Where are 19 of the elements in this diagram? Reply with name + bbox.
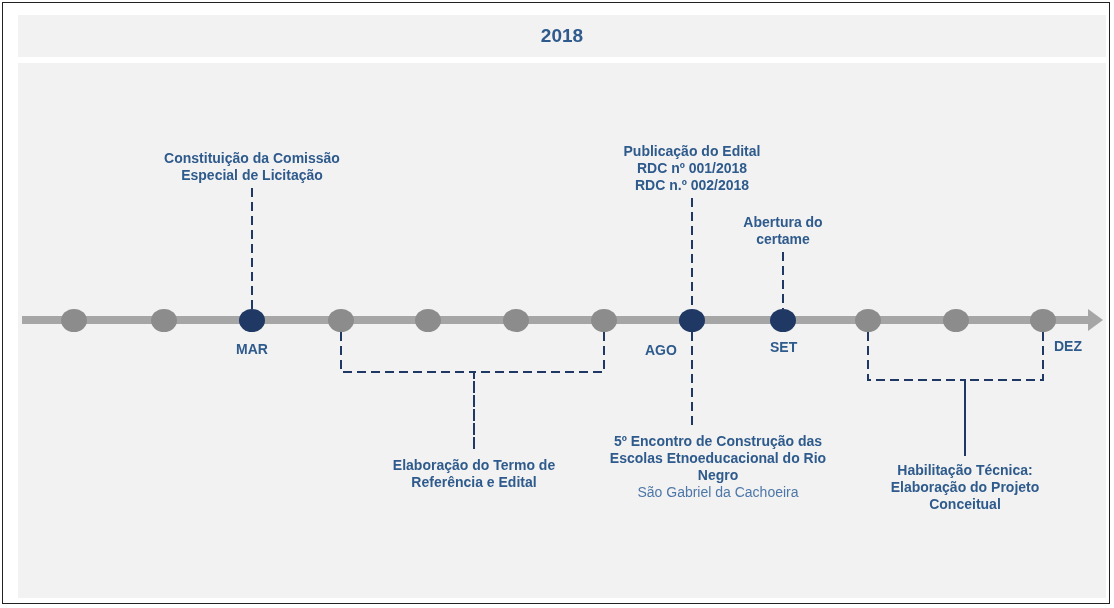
event-label: Elaboração do Termo de Referência e Edital	[391, 457, 557, 491]
title: 2018	[540, 25, 584, 47]
location-text: São Gabriel da Cachoeira	[636, 484, 800, 501]
month-label: MAR	[236, 341, 268, 357]
month-label: AGO	[645, 342, 677, 358]
leader-line	[691, 331, 693, 428]
leader-line	[782, 251, 784, 310]
event-label: Publicação do Edital	[622, 143, 762, 160]
event-label: Constituição da Comissão Especial de Licitação	[163, 150, 341, 184]
event-label: RDC n.º 002/2018	[633, 177, 751, 194]
leader-line	[251, 187, 253, 310]
event-label: 5º Encontro de Construção das Escolas Etnoeducacional do Rio Negro	[608, 433, 828, 484]
month-label: SET	[770, 339, 798, 355]
event-label: Abertura do certame	[742, 214, 824, 248]
event-label: Habilitação Técnica: Elaboração do Projeto Conceitual	[889, 462, 1041, 513]
leader-line	[473, 331, 605, 452]
leader-line	[964, 331, 1044, 457]
month-label: DEZ	[1054, 338, 1082, 354]
event-label: RDC nº 001/2018	[635, 160, 749, 177]
